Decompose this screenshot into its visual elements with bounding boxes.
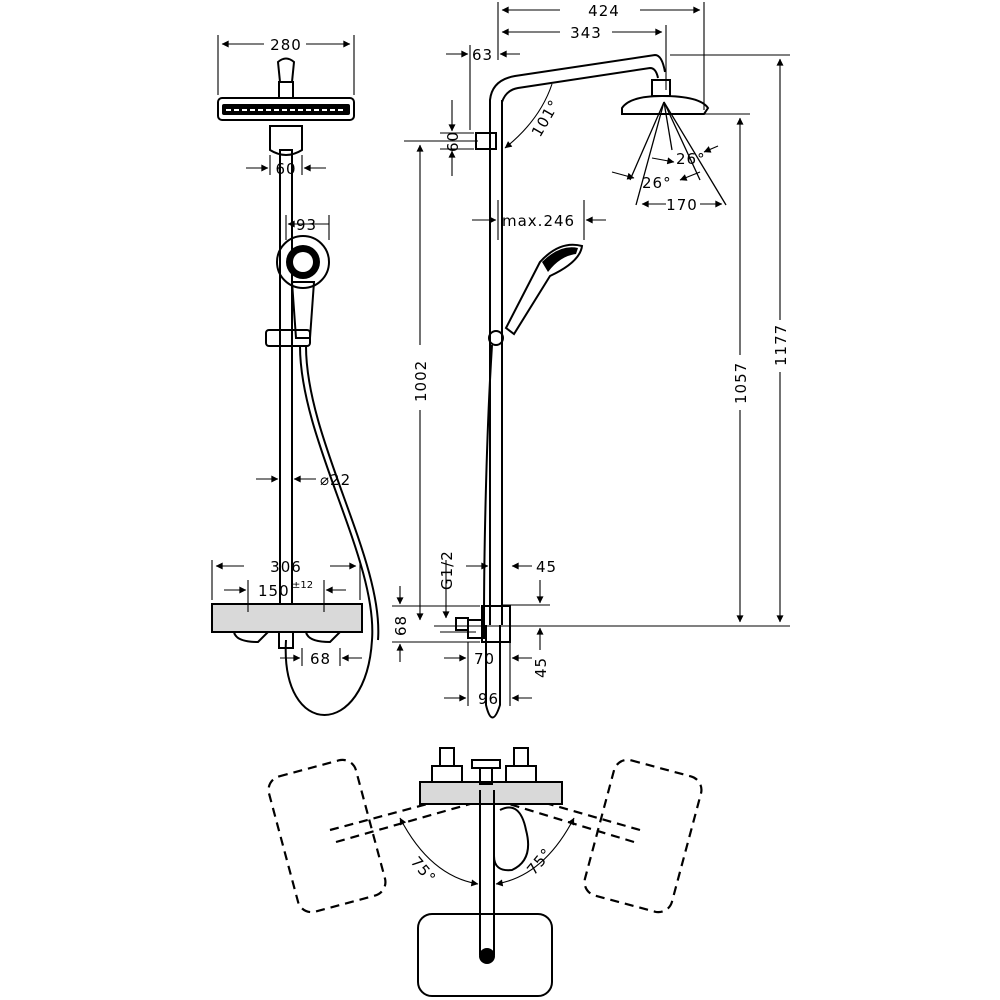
dim-head-diameter: 170 (666, 196, 698, 214)
dim-rail-diameter: ⌀22 (320, 471, 351, 489)
dim-reach-arm: 343 (570, 24, 602, 42)
dim-arm-mount: 60 (275, 160, 296, 178)
dim-connection-spacing: 150 (258, 582, 290, 600)
dim-thermostat-height: 68 (392, 615, 410, 636)
arm-mount (269, 125, 303, 156)
dim-depth-bottom: 45 (532, 657, 550, 678)
dim-thread: G1/2 (438, 550, 456, 590)
hose (284, 345, 374, 716)
dim-depth-top: 45 (536, 558, 557, 576)
top-thermostat (419, 747, 563, 805)
top-hand-shower (493, 806, 530, 872)
dim-handshower-reach: max.246 (502, 212, 575, 230)
side-overhead-head (621, 79, 727, 206)
side-hose (483, 344, 493, 621)
dim-thermostat-width: 306 (270, 558, 302, 576)
dim-connection-tolerance: ±12 (292, 580, 313, 591)
dim-height-total: 1177 (772, 324, 790, 366)
dim-reach-total: 424 (588, 2, 620, 20)
wall-bracket (475, 132, 497, 150)
top-view: 75° 75° (267, 747, 703, 997)
top-overhead-head (417, 913, 553, 997)
dim-depth-body: 70 (474, 650, 495, 668)
dim-wall-offset: 63 (472, 46, 493, 64)
dim-width-head: 280 (270, 36, 302, 54)
dim-depth-total: 96 (478, 690, 499, 708)
dim-spray-angle-right: 26° (676, 150, 706, 168)
dim-height-rail: 1002 (412, 360, 430, 402)
swivel-position-right (583, 758, 703, 914)
dim-height-head: 1057 (732, 362, 750, 404)
shower-arm (489, 53, 666, 148)
dim-arm-angle: 101° (528, 96, 564, 140)
dim-spray-angle-left: 26° (642, 174, 672, 192)
side-view: 424 343 63 60 101° 26° 26° 170 max.246 (392, 2, 790, 719)
dim-swivel-left: 75° (407, 853, 440, 887)
overhead-shower-head (217, 57, 355, 121)
dim-outlet-width: 68 (310, 650, 331, 668)
front-view: 280 60 93 ⌀22 306 150 ±12 68 (211, 35, 380, 716)
side-hand-shower (488, 243, 584, 346)
hand-shower (265, 235, 330, 347)
swivel-position-left (267, 758, 387, 914)
dim-handshower-width: 93 (296, 216, 317, 234)
thermostat (211, 603, 363, 649)
side-thermostat (455, 605, 511, 643)
